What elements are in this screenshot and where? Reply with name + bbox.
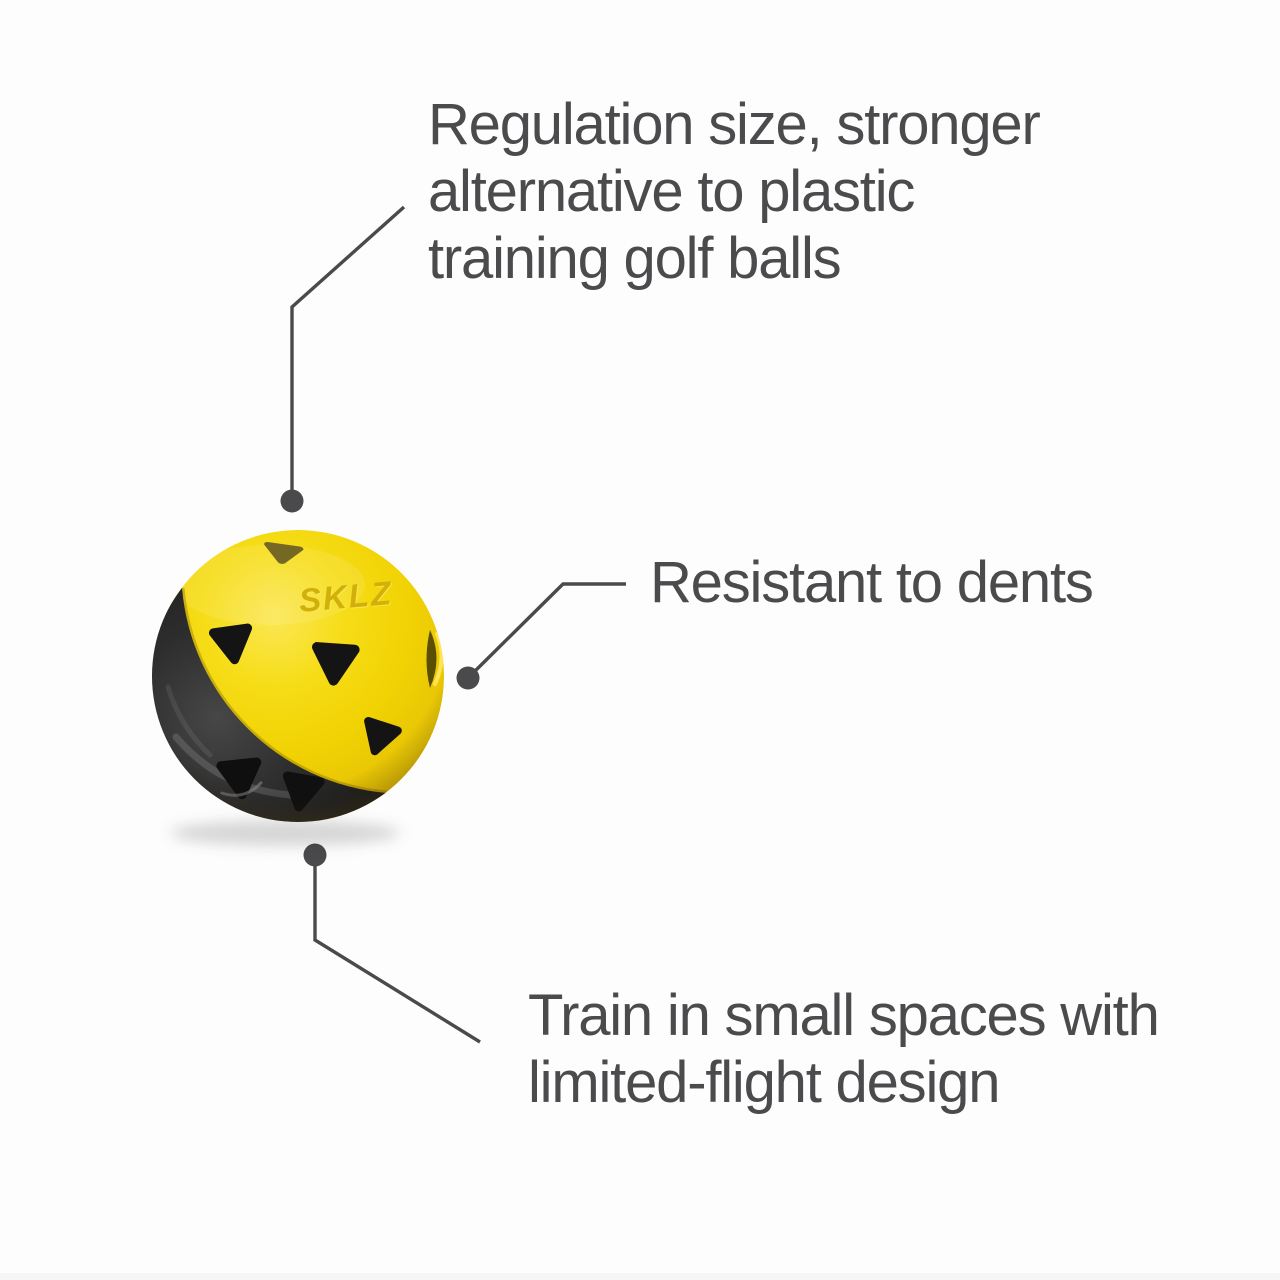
anchor-dot-top [280, 489, 304, 513]
callout-bottom-line-2: limited-flight design [528, 1050, 1000, 1115]
leader-line-bottom [313, 864, 481, 1044]
callout-top-line-2: alternative to plastic [428, 159, 915, 224]
image-bottom-edge [0, 1273, 1280, 1280]
callout-leader-top [280, 205, 406, 513]
callout-top-line-3: training golf balls [428, 226, 842, 291]
callout-text-bottom: Train in small spaces with limited-fligh… [528, 982, 1160, 1116]
leader-line-right [468, 582, 626, 678]
callout-top-line-1: Regulation size, stronger [428, 92, 1041, 157]
leader-line-top [290, 205, 406, 491]
callout-leader-right [456, 582, 626, 690]
anchor-dot-right [456, 666, 480, 690]
ball-drop-shadow [170, 820, 400, 846]
ball-edge-shading [152, 530, 444, 822]
anchor-dot-bottom [303, 843, 327, 867]
callout-text-top: Regulation size, stronger alternative to… [428, 91, 1041, 292]
callout-leader-bottom [303, 843, 481, 1044]
golf-ball-graphic: SKLZ SKLZ [152, 530, 444, 822]
callout-bottom-line-1: Train in small spaces with [528, 983, 1160, 1048]
callout-right-line-1: Resistant to dents [650, 550, 1094, 615]
callout-text-right: Resistant to dents [650, 549, 1094, 616]
